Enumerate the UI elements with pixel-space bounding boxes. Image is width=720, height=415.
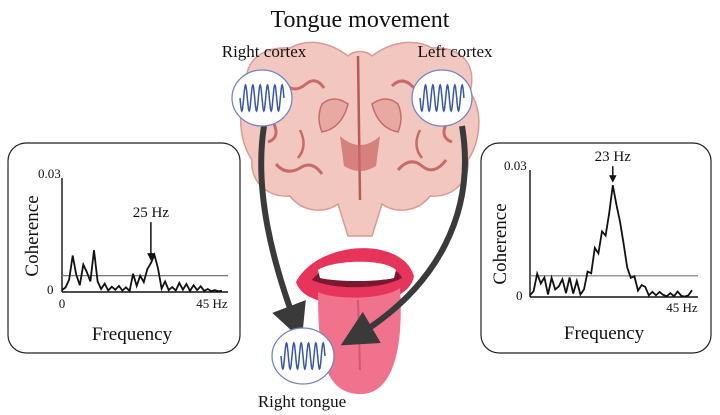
coherence-panel-right: 0.03 0 45 Hz Coherence Frequency 23 Hz <box>480 142 712 354</box>
peak-annotation: 25 Hz <box>133 205 170 221</box>
x-axis-label: Frequency <box>564 323 645 344</box>
oscillation-wave <box>419 83 465 113</box>
coherence-trace <box>529 185 693 298</box>
right-tongue-label: Right tongue <box>258 392 346 411</box>
right-cortex-label: Right cortex <box>222 42 307 61</box>
peak-annotation: 23 Hz <box>595 149 632 165</box>
x-tick-end: 45 Hz <box>666 300 698 315</box>
y-tick-zero: 0 <box>516 288 523 303</box>
oscillation-wave <box>239 83 285 113</box>
y-tick-zero: 0 <box>47 282 54 297</box>
left-cortex-oscillation <box>411 69 473 127</box>
x-tick-end: 45 Hz <box>196 296 228 311</box>
right-cortex-oscillation <box>231 69 293 127</box>
y-tick-top: 0.03 <box>38 166 61 181</box>
y-axis-label: Coherence <box>22 195 43 276</box>
panel-frame <box>7 142 241 354</box>
right-tongue-oscillation <box>271 327 335 385</box>
left-cortex-label: Left cortex <box>417 42 493 61</box>
diagram-title: Tongue movement <box>271 7 450 33</box>
y-tick-top: 0.03 <box>504 158 527 173</box>
right-cortex-to-tongue-arrow <box>258 125 306 341</box>
coherence-panel-left: 0.03 0 0 45 Hz Coherence Frequency 25 Hz <box>7 142 241 354</box>
x-tick-zero: 0 <box>59 296 66 311</box>
coherence-trace <box>61 250 223 293</box>
panel-frame <box>480 142 712 354</box>
y-axis-label: Coherence <box>490 203 511 284</box>
left-cortex-to-tongue-arrow <box>340 125 468 346</box>
x-axis-label: Frequency <box>92 324 173 345</box>
oscillation-wave <box>280 341 326 371</box>
